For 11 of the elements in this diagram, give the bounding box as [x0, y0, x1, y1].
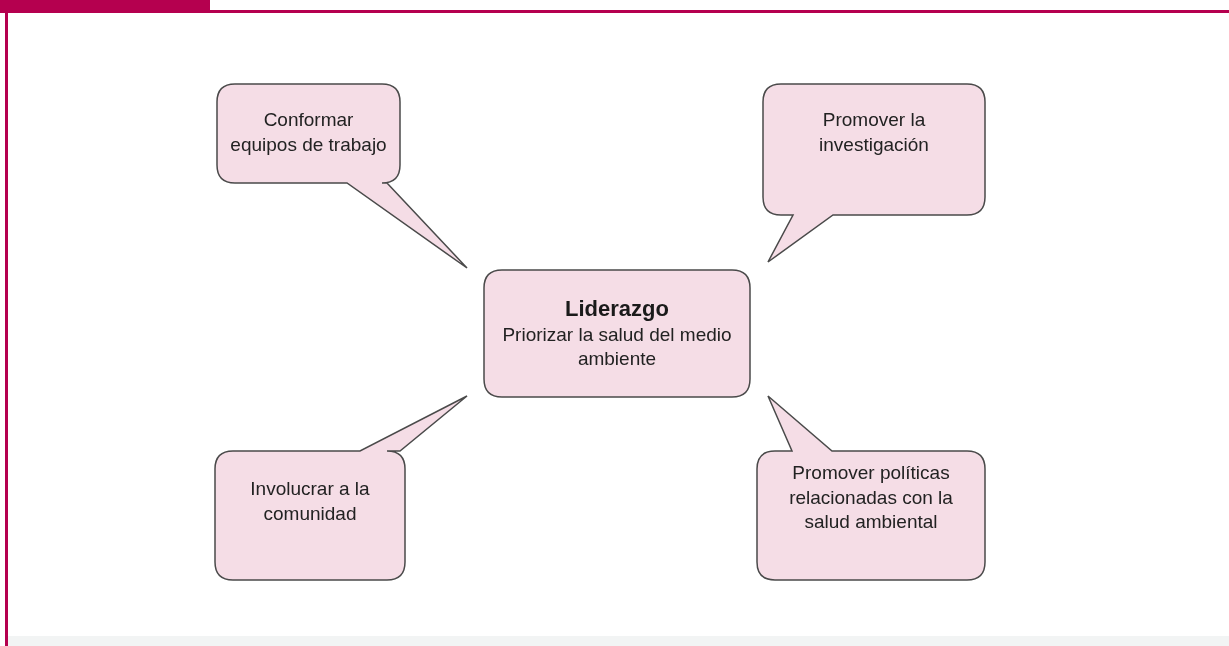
node-text: Promover políticas relacionadas con la salud ambiental [788, 461, 954, 535]
rounded-box [484, 270, 750, 397]
node-heading: Liderazgo [565, 295, 669, 323]
node-text: Conformar equipos de trabajo [229, 108, 388, 157]
speech-bubble [215, 396, 467, 580]
node-text: Priorizar la salud del medio ambiente [501, 322, 733, 372]
node-text: Promover la investigación [818, 108, 930, 157]
speech-bubble [763, 84, 985, 262]
speech-bubble [217, 84, 467, 268]
speech-bubble [757, 396, 985, 580]
node-text: Involucrar a la comunidad [249, 477, 371, 526]
